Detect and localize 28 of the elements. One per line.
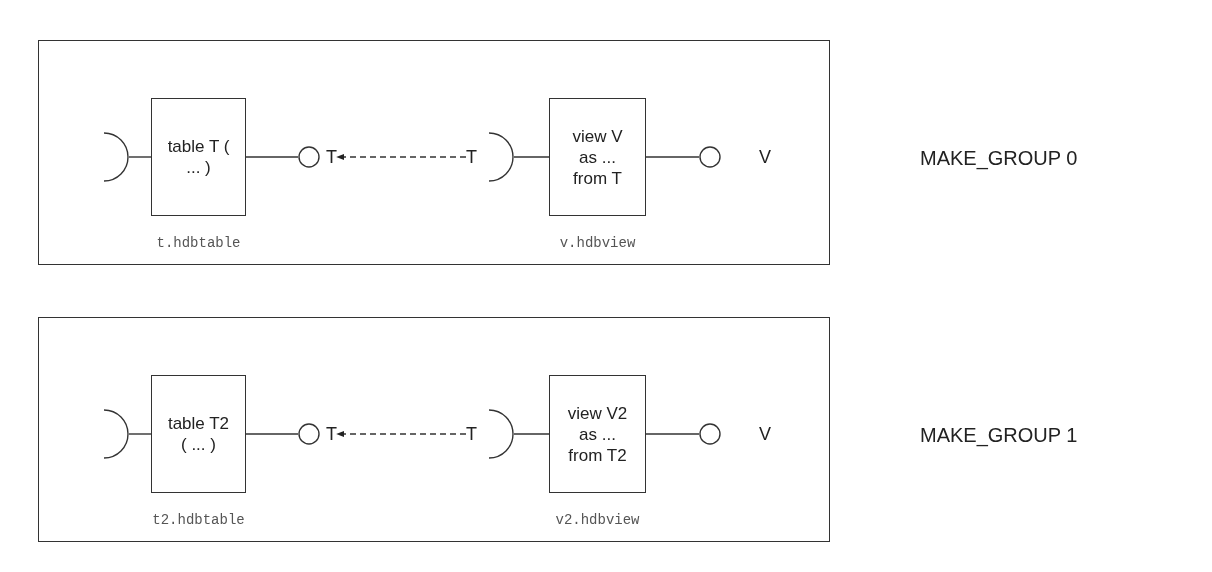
- connector-line: [245, 433, 299, 435]
- component-label: view V2 as ... from T2: [566, 402, 629, 466]
- connector-line: [513, 156, 550, 158]
- file-name: t.hdbtable: [156, 234, 241, 253]
- connector-line: [645, 156, 700, 158]
- connector-line: [513, 433, 550, 435]
- component-label: table T2 ( ... ): [167, 413, 230, 455]
- group-frame: [38, 40, 830, 265]
- interface-label: V: [759, 146, 771, 168]
- interface-label: T: [466, 422, 477, 446]
- interface-label: T: [326, 145, 337, 169]
- interface-label: T: [466, 145, 477, 169]
- connector-line: [245, 156, 299, 158]
- dashed-arrow: [336, 153, 467, 161]
- interface-label: V: [759, 423, 771, 445]
- connector-line: [128, 433, 152, 435]
- connector-line: [645, 433, 700, 435]
- component-label: table T ( ... ): [167, 136, 230, 178]
- dashed-arrow: [336, 430, 467, 438]
- file-name: t2.hdbtable: [152, 511, 245, 530]
- group-label: MAKE_GROUP 1: [920, 423, 1078, 447]
- connector-line: [128, 156, 152, 158]
- group-label: MAKE_GROUP 0: [920, 146, 1078, 170]
- component-label: view V as ... from T: [571, 125, 624, 189]
- interface-label: T: [326, 422, 337, 446]
- group-frame: [38, 317, 830, 542]
- file-name: v2.hdbview: [555, 511, 640, 530]
- file-name: v.hdbview: [559, 234, 636, 253]
